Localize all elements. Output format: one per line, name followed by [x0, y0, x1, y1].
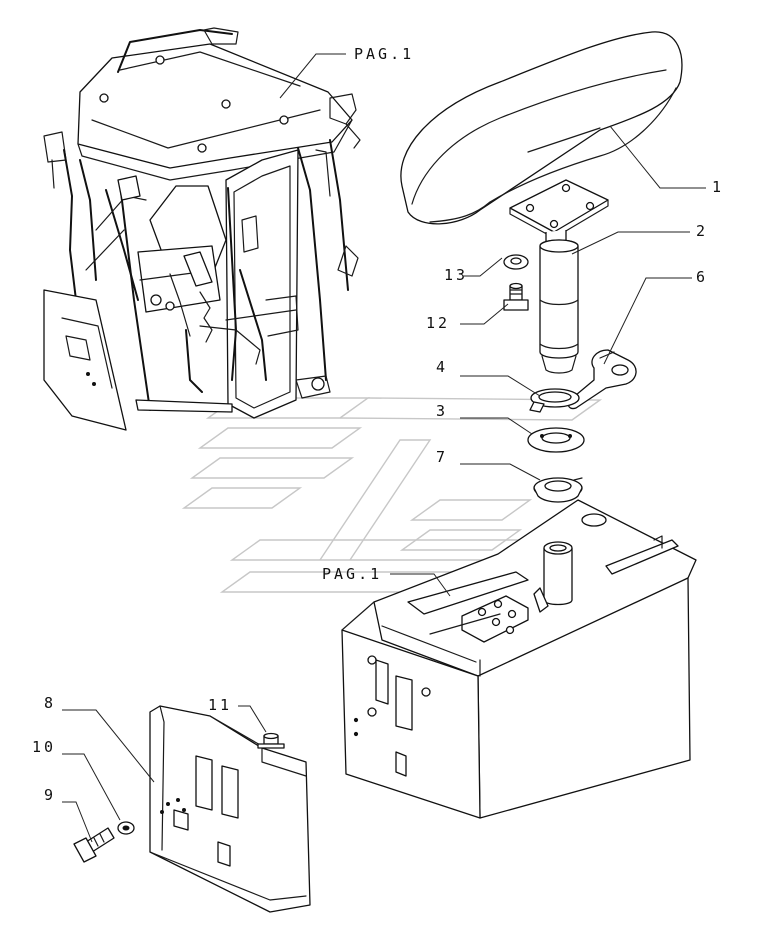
washer-13 [503, 254, 529, 270]
console-base: PAG.1 [322, 499, 697, 819]
callout-2: 2 [696, 222, 708, 240]
roof-bolt-icon [155, 55, 165, 65]
armrest-post [509, 179, 609, 374]
armrest-cushion [400, 31, 683, 225]
page-reference-cab: PAG.1 [354, 45, 414, 63]
callout-10: 10 [32, 738, 56, 756]
roof-bolt-icon [197, 143, 207, 153]
callout-8: 8 [44, 694, 56, 712]
roof-bolt-icon [221, 99, 231, 109]
callout-1: 1 [712, 178, 724, 196]
callout-13: 13 [444, 266, 468, 284]
callout-4: 4 [436, 358, 448, 376]
washer-10 [117, 821, 135, 835]
roof-bolt-icon [279, 115, 289, 125]
screw-12 [503, 282, 529, 311]
screw-11 [257, 732, 285, 749]
callout-6: 6 [696, 268, 708, 286]
roof-bolt-icon [99, 93, 109, 103]
callout-9: 9 [44, 786, 56, 804]
cab-assembly: PAG.1 [43, 27, 414, 431]
callout-12: 12 [426, 314, 450, 332]
callout-3: 3 [436, 402, 448, 420]
bolt-9 [73, 827, 115, 863]
callout-11: 11 [208, 696, 232, 714]
callout-7: 7 [436, 448, 448, 466]
callout-leaders [62, 125, 706, 843]
retaining-ring-4 [529, 388, 580, 413]
callout-labels: 1 2 6 13 12 4 3 7 8 11 10 9 [32, 178, 724, 804]
side-cover-panel-8 [149, 705, 311, 913]
mirror [117, 175, 141, 201]
bearing-ring-3 [527, 427, 585, 453]
page-reference-console: PAG.1 [322, 565, 382, 583]
bushing-7 [533, 477, 583, 503]
